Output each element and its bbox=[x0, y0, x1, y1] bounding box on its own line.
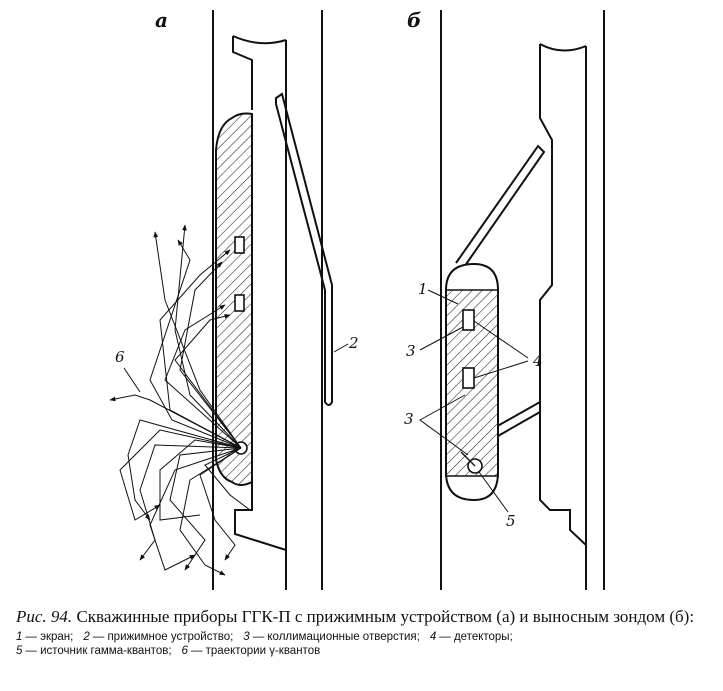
legend-item-number: 1 bbox=[16, 631, 23, 643]
caption-prefix: Рис. 94. bbox=[16, 607, 73, 626]
label-4: 4 bbox=[532, 352, 543, 370]
label-2: 2 bbox=[348, 334, 359, 352]
legend-item: 4— детекторы; bbox=[430, 631, 513, 643]
diagram-figure: а 2 bbox=[109, 8, 605, 590]
detector-a-lower bbox=[234, 294, 245, 312]
leader-4b bbox=[473, 360, 529, 379]
label-3-upper: 3 bbox=[406, 342, 416, 360]
screen-a bbox=[215, 112, 253, 486]
legend-item-text: — детекторы; bbox=[439, 631, 513, 643]
legend-item-text: — коллимационные отверстия; bbox=[252, 631, 420, 643]
legend-item: 6— траектории γ-квантов bbox=[182, 645, 321, 657]
legend-item: 5— источник гамма-квантов; bbox=[16, 645, 172, 657]
gamma-trajectories-a bbox=[109, 224, 251, 576]
panel-a-label: а bbox=[155, 8, 168, 32]
leader-6 bbox=[123, 367, 141, 393]
leader-3-upper bbox=[419, 326, 464, 351]
panel-a: а 2 bbox=[109, 8, 359, 590]
detector-b-upper bbox=[462, 309, 475, 331]
collimation-channel-b bbox=[460, 451, 476, 467]
caption-legend: 1— экран; 2— прижимное устройство; 3— колл… bbox=[16, 630, 711, 658]
legend-item-text: — траектории γ-квантов bbox=[190, 645, 321, 657]
caption-main: Рис. 94. Скважинные приборы ГГК-П с приж… bbox=[16, 606, 711, 627]
leader-5 bbox=[478, 471, 509, 513]
leader-2 bbox=[333, 343, 349, 353]
label-1: 1 bbox=[418, 280, 428, 298]
leader-3-lower bbox=[419, 394, 469, 456]
arm-lower-b bbox=[493, 401, 541, 437]
pressing-device-a bbox=[275, 92, 333, 406]
legend-item: 3— коллимационные отверстия; bbox=[243, 631, 420, 643]
legend-item-number: 3 bbox=[243, 631, 250, 643]
caption-text: Скважинные приборы ГГК-П с прижимным уст… bbox=[76, 607, 695, 626]
panel-b: б 1 3 3 4 5 bbox=[404, 8, 605, 590]
legend-item: 1— экран; bbox=[16, 631, 73, 643]
leader-1 bbox=[427, 289, 459, 305]
detector-a-upper bbox=[234, 236, 245, 254]
panel-b-label: б bbox=[407, 8, 421, 32]
legend-item-text: — прижимное устройство; bbox=[92, 631, 234, 643]
legend-item: 2— прижимное устройство; bbox=[83, 631, 233, 643]
label-5: 5 bbox=[506, 512, 516, 530]
detector-b-lower bbox=[462, 367, 475, 389]
legend-item-number: 6 bbox=[181, 645, 188, 657]
legend-item-number: 2 bbox=[83, 631, 90, 643]
tool-body-b bbox=[539, 43, 587, 590]
legend-item-text: — экран; bbox=[25, 631, 74, 643]
legend-item-number: 4 bbox=[429, 631, 437, 643]
legend-item-number: 5 bbox=[16, 645, 23, 657]
legend-item-text: — источник гамма-квантов; bbox=[25, 645, 172, 657]
arm-upper-b bbox=[455, 144, 546, 271]
figure-caption: Рис. 94. Скважинные приборы ГГК-П с приж… bbox=[16, 606, 711, 658]
tool-top-break-a bbox=[232, 35, 287, 590]
label-3-lower: 3 bbox=[404, 410, 414, 428]
leader-4a bbox=[473, 320, 529, 359]
label-6: 6 bbox=[115, 348, 125, 366]
